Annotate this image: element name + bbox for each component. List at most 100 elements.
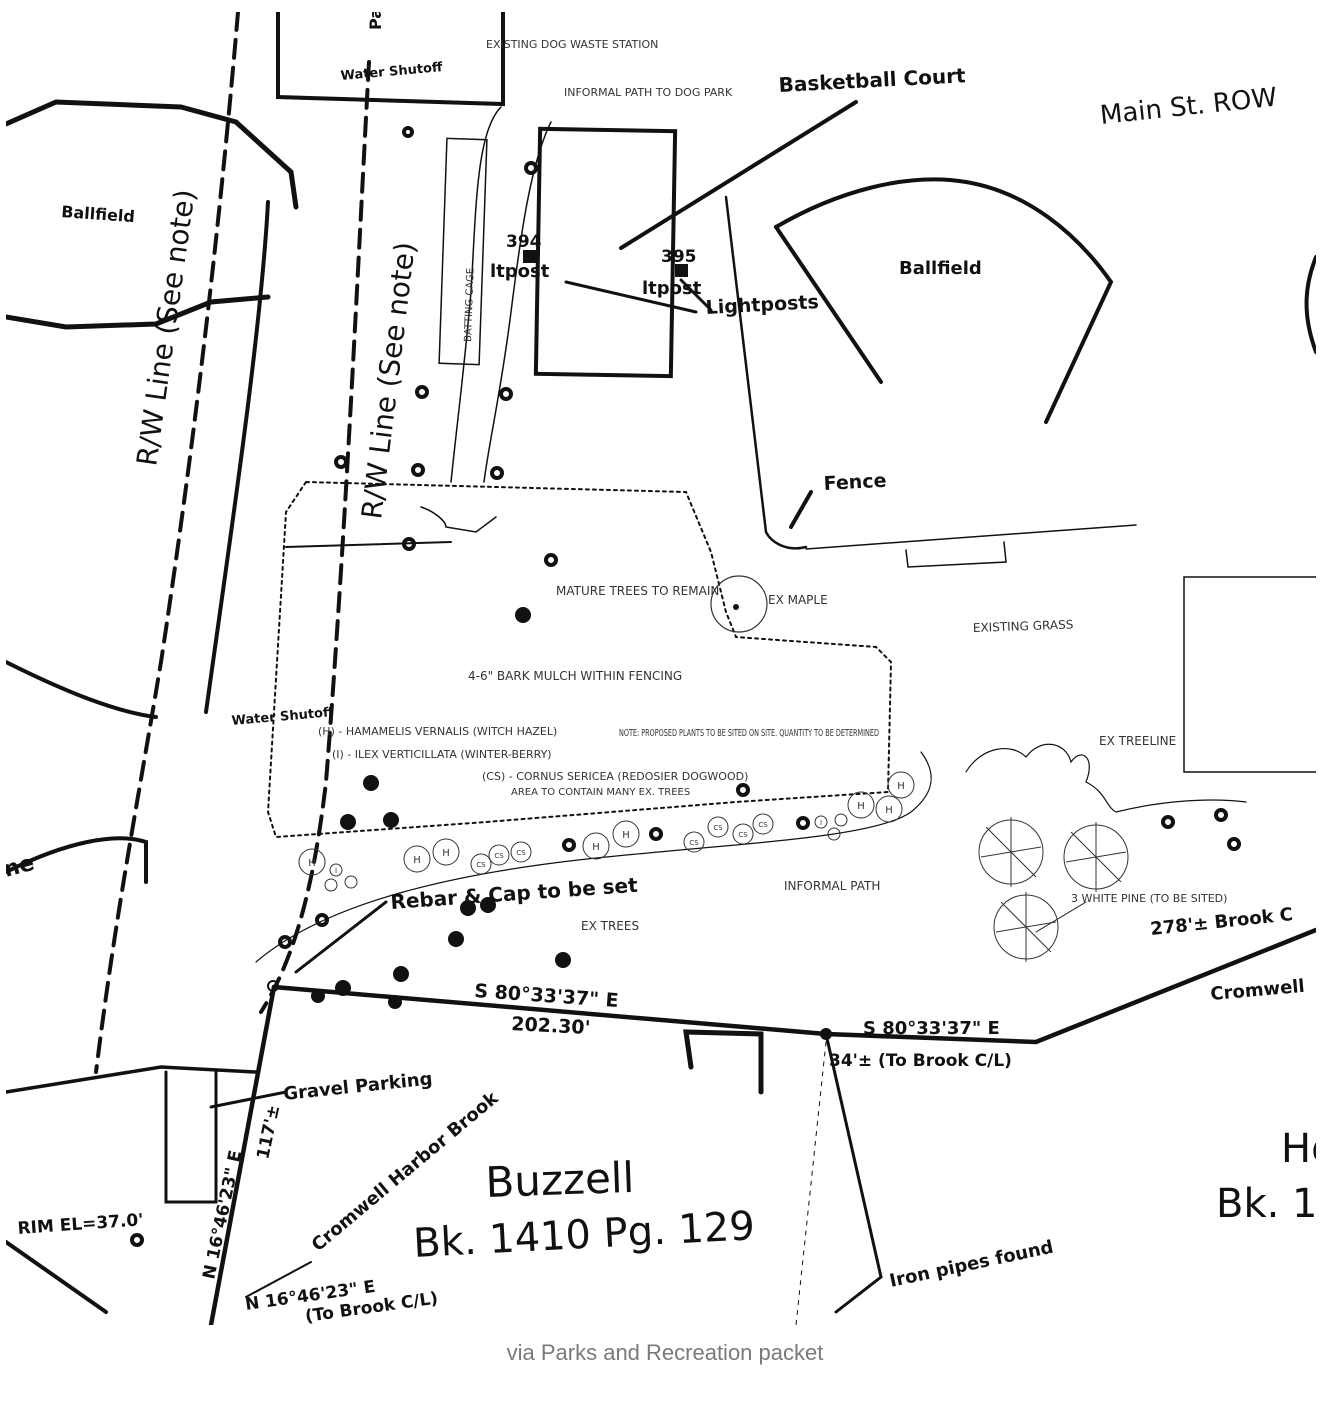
dog-park-gate	[420, 506, 497, 533]
label-existing-grass: EXISTING GRASS	[973, 617, 1074, 634]
label-bearing-2: S 80°33'37" E	[863, 1018, 1000, 1039]
plant-cs-6: CS	[738, 831, 748, 839]
label-buzzell: Buzzell	[485, 1153, 635, 1207]
plant-h-7: H	[885, 805, 893, 816]
label-bark-mulch: 4-6" BARK MULCH WITHIN FENCING	[468, 669, 682, 683]
label-cornus: (CS) - CORNUS SERICEA (REDOSIER DOGWOOD)	[482, 770, 748, 783]
fence-east	[805, 524, 1137, 550]
label-main-st-row: Main St. ROW	[1099, 83, 1279, 131]
plant-cs-2: CS	[494, 852, 504, 860]
top-building-outline	[276, 12, 505, 107]
structure-outline	[683, 1029, 764, 1095]
label-buzzell-book: Bk. 1410 Pg. 129	[412, 1203, 756, 1267]
site-plan-map: H H H H H H H H CS CS CS CS CS CS CS I I…	[6, 12, 1316, 1325]
plant-cs-1: CS	[476, 861, 486, 869]
label-water-shutoff-top: Water Shutoff	[340, 60, 444, 84]
label-rw-line-center: R/W Line (See note)	[355, 240, 422, 521]
label-informal-path-dog-park: INFORMAL PATH TO DOG PARK	[564, 86, 733, 99]
label-basketball-court: Basketball Court	[778, 63, 967, 97]
rw-line-left	[94, 12, 240, 1074]
brook-leader	[245, 1261, 312, 1298]
lightpost-395-marker	[675, 264, 688, 277]
label-gravel-parking: Gravel Parking	[282, 1068, 433, 1105]
label-white-pine: 3 WHITE PINE (TO BE SITED)	[1071, 892, 1227, 905]
label-brook-278: 278'± Brook C	[1149, 904, 1294, 940]
label-hamamelis: (H) - HAMAMELIS VERNALIS (WITCH HAZEL)	[318, 725, 557, 738]
informal-path-lower	[255, 751, 932, 963]
plant-i-2: I	[820, 819, 822, 827]
plant-cs-5: CS	[713, 824, 723, 832]
plant-cs-7: CS	[758, 821, 768, 829]
right-building	[1183, 576, 1316, 773]
plant-h-8: H	[897, 781, 905, 792]
road-edge-mid	[6, 660, 158, 719]
property-line-east	[824, 1032, 883, 1314]
fence-line	[724, 195, 808, 550]
lightpost-394-marker	[523, 250, 536, 263]
plant-i-1: I	[335, 867, 337, 875]
brook-centerline	[795, 1041, 827, 1325]
left-ballfield-bottom	[6, 294, 271, 330]
label-batting-cage: BATTING CAGE	[463, 268, 477, 342]
label-lightpost-394-num: 394	[506, 232, 542, 252]
label-ballfield-left: Ballfield	[61, 202, 136, 226]
label-cromwell: Cromwell	[1210, 976, 1306, 1005]
informal-path-west	[450, 106, 502, 483]
label-ex-maple: EX MAPLE	[768, 593, 828, 607]
figure-caption: via Parks and Recreation packet	[506, 1340, 824, 1365]
ex-treeline	[965, 743, 1247, 813]
property-line-south	[271, 927, 1316, 1045]
lightpost-leader-2	[679, 278, 713, 312]
right-field-fragment	[1304, 255, 1316, 354]
plant-h-3: H	[442, 848, 450, 859]
label-distance-2: 34'± (To Brook C/L)	[829, 1051, 1012, 1071]
label-fence: Fence	[823, 470, 887, 495]
dog-park-fence	[266, 480, 893, 839]
label-pa-fragment: Pa	[366, 12, 385, 30]
iron-pipe-point	[820, 1028, 832, 1040]
pine-leader	[1035, 901, 1087, 933]
batting-cage-outline	[438, 137, 488, 366]
proposed-plants	[298, 771, 915, 892]
parking-north	[6, 1065, 258, 1094]
plant-h-1: H	[308, 858, 316, 869]
plant-cs-3: CS	[516, 849, 526, 857]
rebar-cap-point	[267, 980, 279, 992]
label-ho: Ho	[1281, 1126, 1316, 1172]
road-edge-lower	[6, 836, 148, 884]
basketball-court-outline	[533, 126, 678, 379]
lightpost-leader-1	[564, 280, 698, 314]
right-ballfield-line	[774, 225, 883, 384]
property-line-west	[208, 984, 277, 1325]
label-ilex: (I) - ILEX VERTICILLATA (WINTER-BERRY)	[332, 748, 552, 761]
label-lightpost-394: ltpost	[490, 261, 550, 282]
left-ballfield-top	[6, 99, 299, 210]
label-note-plants: NOTE: PROPOSED PLANTS TO BE SITED ON SIT…	[619, 728, 879, 739]
site-plan-figure: H H H H H H H H CS CS CS CS CS CS CS I I…	[6, 12, 1316, 1325]
label-rim-el: RIM EL=37.0'	[17, 1210, 144, 1239]
label-area-contain: AREA TO CONTAIN MANY EX. TREES	[511, 787, 690, 798]
label-ne-fragment: ne	[6, 851, 37, 883]
road-edge-left	[204, 200, 270, 714]
right-ballfield-arc	[774, 177, 1114, 424]
label-distance-n: 117'±	[253, 1103, 284, 1161]
basketball-leader	[619, 100, 858, 250]
label-lightposts: Lightposts	[705, 291, 819, 319]
plant-h-5: H	[622, 830, 630, 841]
plant-h-2: H	[413, 855, 421, 866]
parking-leader	[209, 1090, 288, 1109]
parking-box	[164, 1070, 218, 1204]
label-dog-waste-station: EXISTING DOG WASTE STATION	[486, 38, 658, 51]
label-rebar-cap: Rebar & Cap to be set	[390, 873, 639, 914]
ex-maple-circle	[710, 575, 768, 633]
gate-box	[905, 541, 1007, 568]
plant-h-4: H	[592, 842, 600, 853]
plant-h-6: H	[857, 801, 865, 812]
plant-cs-4: CS	[689, 839, 699, 847]
rw-line-center	[259, 60, 371, 1014]
dog-park-inner-line	[285, 541, 452, 548]
fence-leader	[789, 490, 813, 529]
label-mature-trees: MATURE TREES TO REMAIN	[556, 584, 719, 598]
label-bk-right: Bk. 1	[1216, 1181, 1316, 1227]
rebar-leader	[294, 900, 388, 974]
